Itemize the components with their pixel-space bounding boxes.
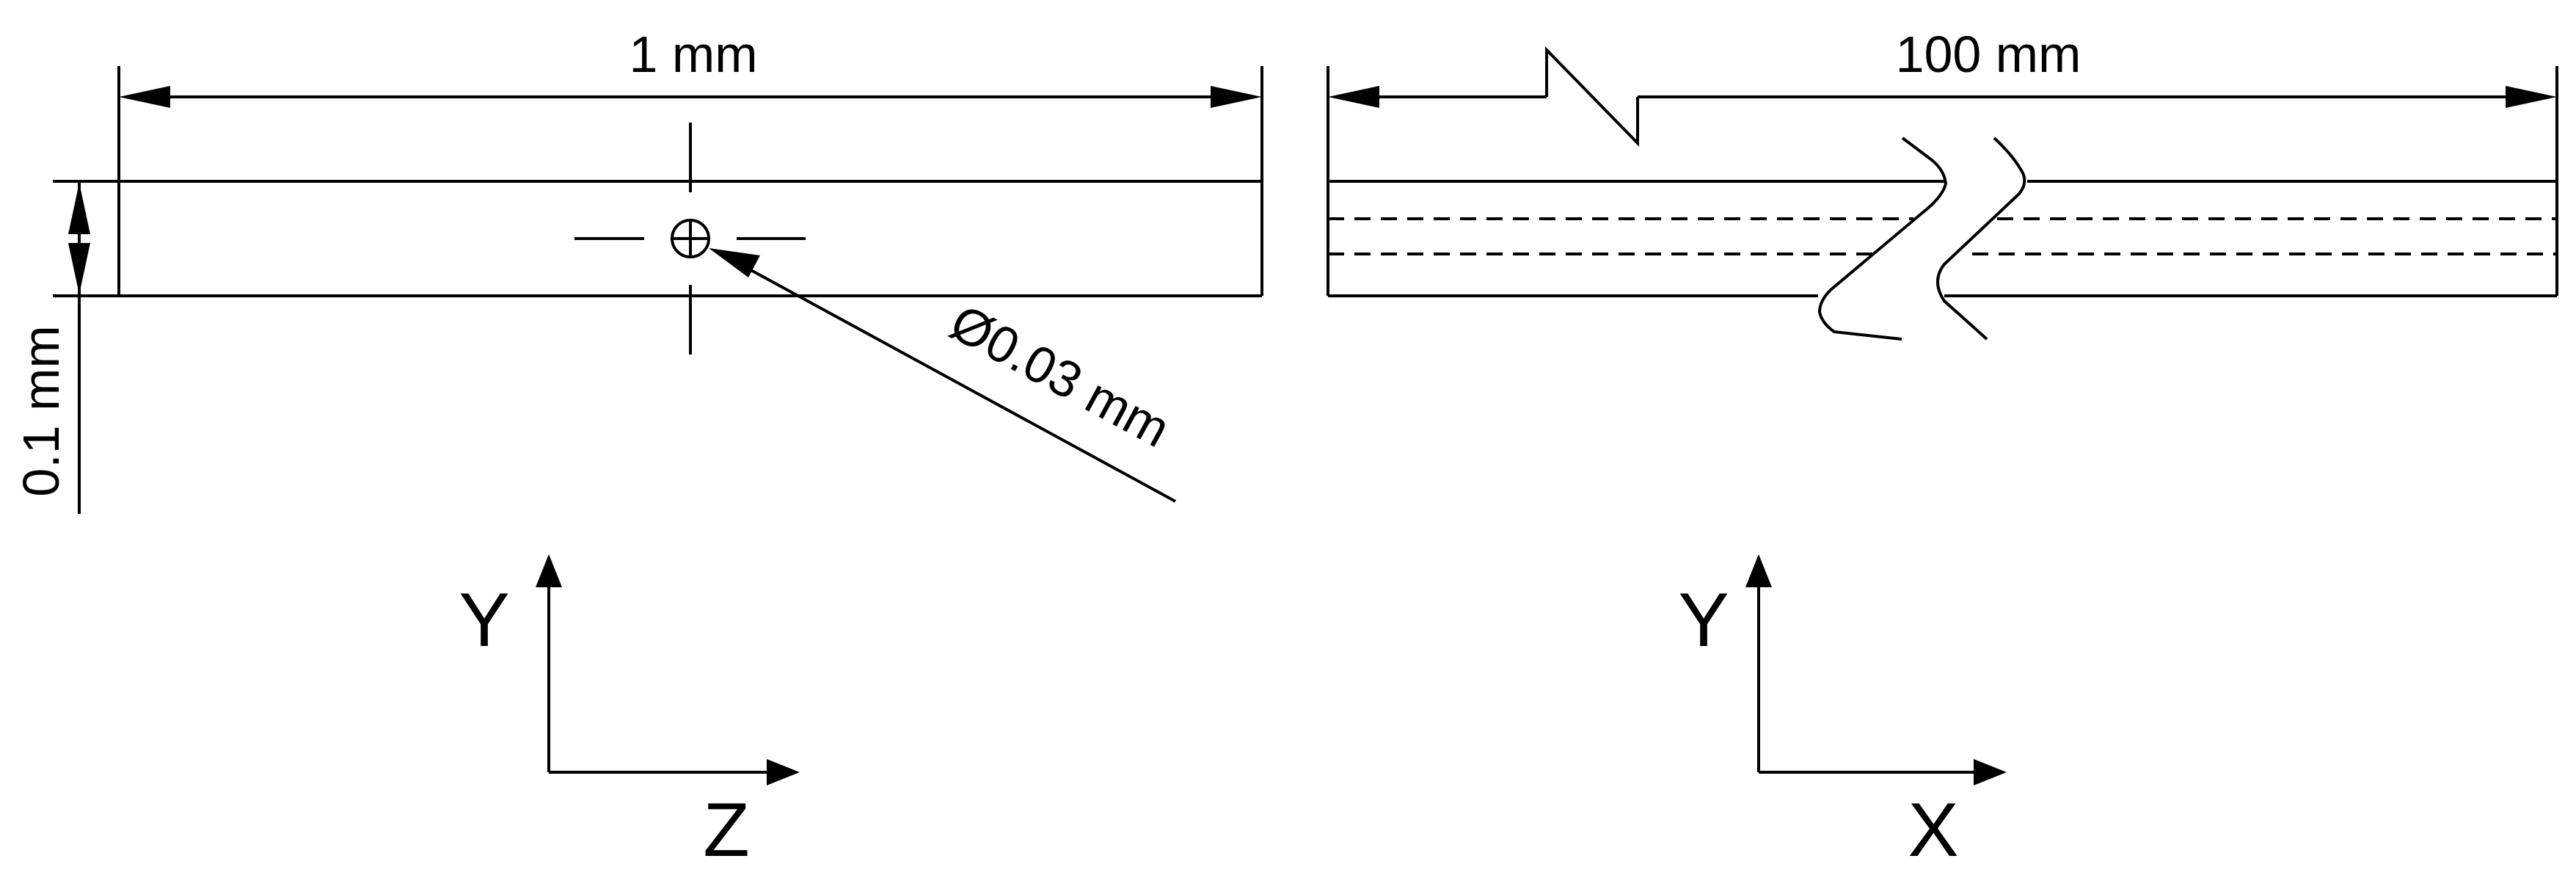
height-dimension-label: 0.1 mm	[12, 325, 70, 496]
arrowhead-icon	[68, 243, 90, 294]
axis-label-x: X	[1908, 788, 1958, 873]
arrowhead-icon	[2506, 86, 2557, 108]
arrowhead-icon	[709, 248, 760, 277]
side-view: 100 mm Y X	[1327, 26, 2558, 873]
arrowhead-icon	[68, 183, 90, 234]
axis-label-z: Z	[703, 788, 750, 873]
arrowhead-icon	[1745, 554, 1772, 587]
centermark-icon	[574, 123, 806, 355]
axis-label-y: Y	[459, 578, 509, 663]
arrowhead-icon	[1328, 86, 1379, 108]
length-dimension-break	[1545, 46, 1639, 147]
arrowhead-icon	[1974, 759, 2007, 785]
break-symbol-icon	[1817, 137, 2026, 341]
arrowhead-icon	[1211, 86, 1262, 108]
hole-leader-line	[746, 266, 1176, 503]
arrowhead-icon	[119, 86, 170, 108]
cross-section-view: 1 mm 0.1 mm Ø0.03 mm Y Z	[12, 26, 1263, 873]
axis-triad-yx: Y X	[1678, 554, 2007, 873]
width-dimension-label: 1 mm	[630, 26, 758, 83]
axis-label-y: Y	[1678, 578, 1729, 663]
axis-triad-yz: Y Z	[459, 554, 800, 873]
hole-dimension-label: Ø0.03 mm	[941, 294, 1179, 458]
length-dimension-label: 100 mm	[1896, 26, 2081, 83]
arrowhead-icon	[767, 759, 800, 785]
arrowhead-icon	[536, 554, 562, 587]
